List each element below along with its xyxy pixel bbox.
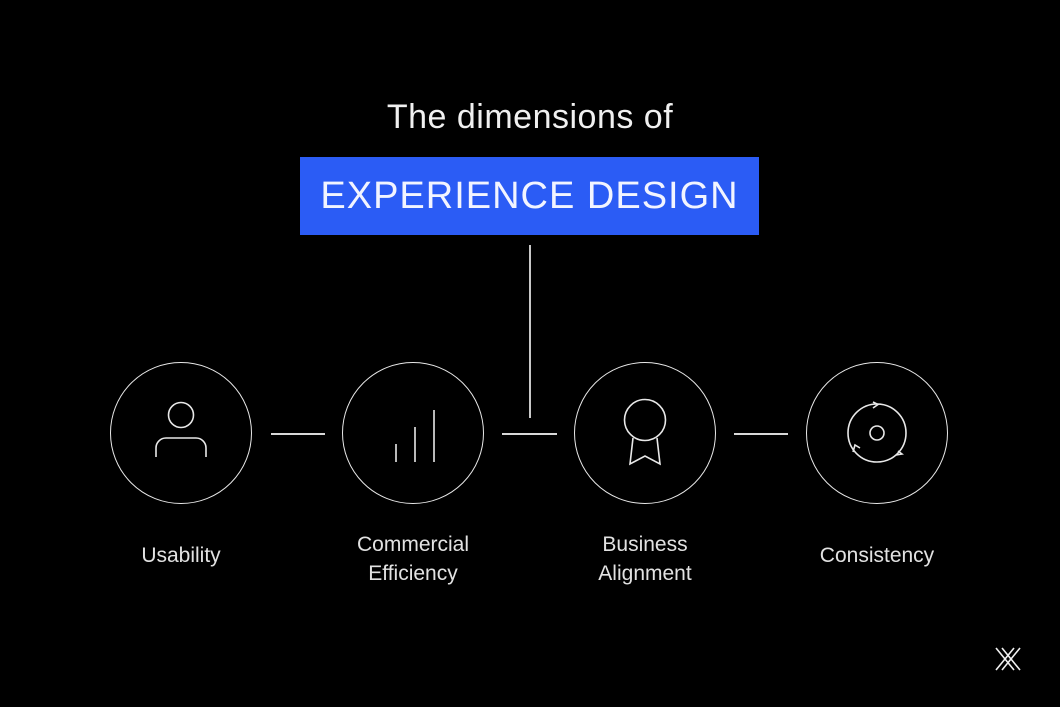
user-icon <box>155 401 207 457</box>
node-usability <box>110 362 252 504</box>
label-business-alignment: Business Alignment <box>545 530 745 588</box>
label-line: Alignment <box>598 562 692 585</box>
label-consistency: Consistency <box>777 541 977 570</box>
label-line: Business <box>602 533 688 556</box>
title-box: EXPERIENCE DESIGN <box>300 157 759 235</box>
x-logo-icon <box>995 647 1021 671</box>
subtitle: The dimensions of <box>386 98 674 136</box>
node-business-alignment <box>574 362 716 504</box>
page-title: EXPERIENCE DESIGN <box>320 174 739 217</box>
node-consistency <box>806 362 948 504</box>
connector-2-3 <box>502 433 557 435</box>
cycle-icon <box>847 401 907 463</box>
connector-1-2 <box>271 433 325 435</box>
label-commercial-efficiency: Commercial Efficiency <box>313 530 513 588</box>
connector-vertical <box>529 245 531 418</box>
label-line: Usability <box>141 544 221 567</box>
bar-chart-icon <box>395 410 435 462</box>
label-line: Consistency <box>819 544 935 567</box>
connector-3-4 <box>734 433 788 435</box>
label-usability: Usability <box>81 541 281 570</box>
node-commercial-efficiency <box>342 362 484 504</box>
award-ribbon-icon <box>623 398 667 466</box>
label-line: Commercial <box>356 533 469 556</box>
label-line: Efficiency <box>368 562 458 585</box>
